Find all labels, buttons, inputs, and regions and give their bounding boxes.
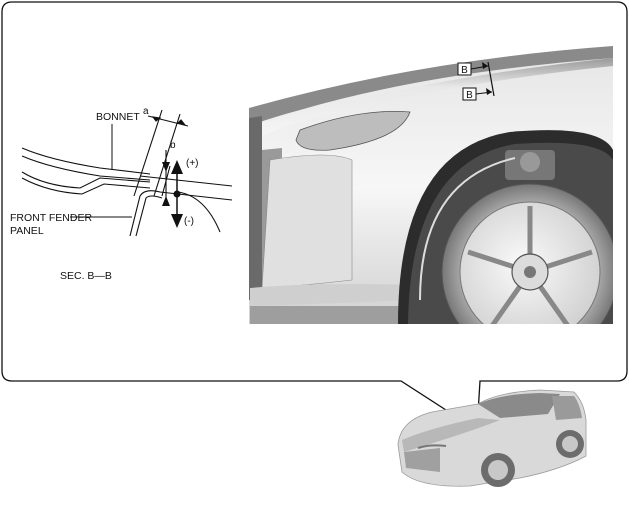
front-fender-panel-label-line2: PANEL [10, 225, 44, 237]
section-marker-bottom: B [462, 87, 493, 101]
section-marker-top: B [457, 62, 489, 76]
svg-text:B: B [461, 65, 468, 76]
dimension-b-arrow-down [162, 196, 170, 206]
adjust-minus-label: (-) [184, 216, 194, 227]
adjust-plus-label: (+) [186, 158, 199, 169]
dimension-b-arrow-up [162, 162, 170, 172]
section-caption: SEC. B—B [60, 270, 112, 282]
svg-text:B: B [466, 90, 473, 101]
vehicle-overview-render [397, 389, 587, 487]
adjustment-arrows [171, 160, 183, 228]
dimension-b-label: b [170, 140, 176, 151]
section-cut-line [487, 61, 495, 97]
front-fender-panel-label: FRONT FENDER [10, 212, 92, 224]
section-b-b-drawing [21, 109, 233, 237]
bonnet-label: BONNET [96, 111, 140, 123]
fender-closeup-render [249, 44, 613, 324]
dimension-a-label: a [143, 106, 149, 117]
